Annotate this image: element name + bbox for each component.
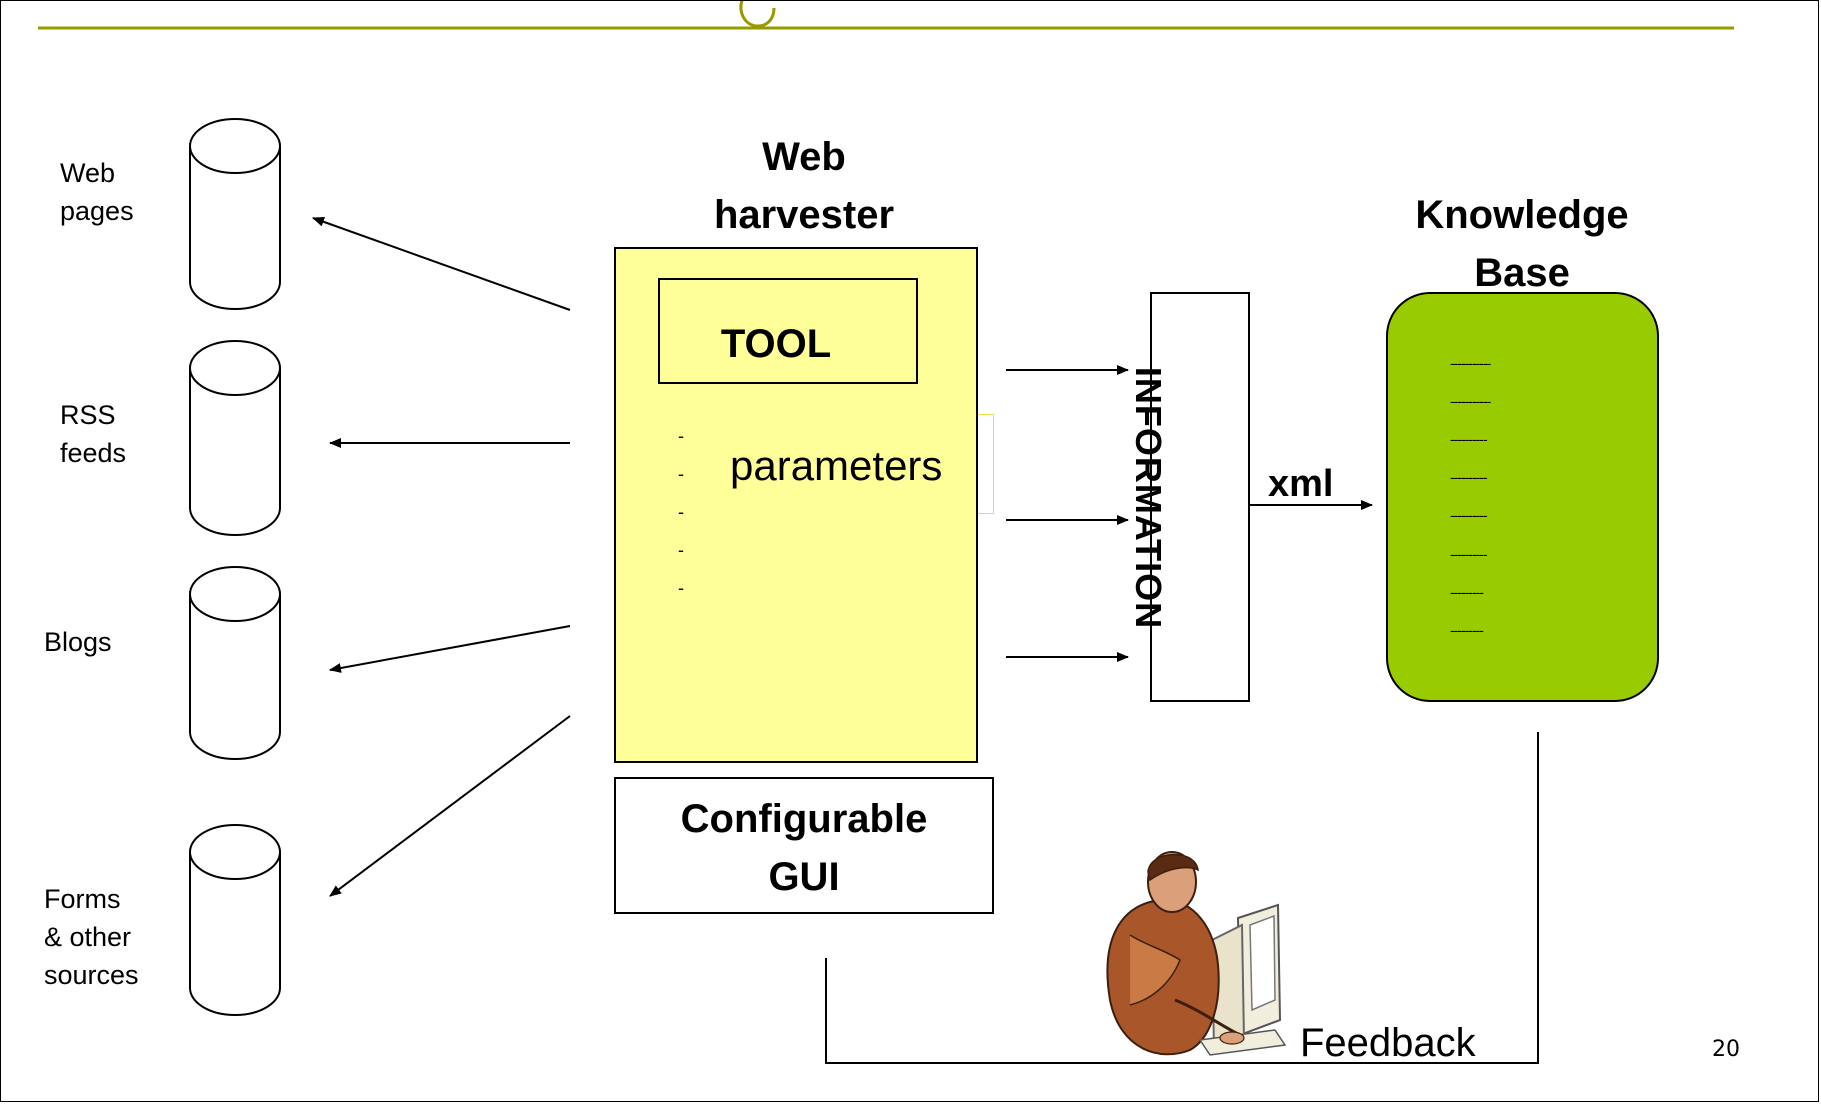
harvester-title: Web harvester: [614, 128, 994, 244]
gui-label: Configurable GUI: [614, 790, 994, 906]
database-icon-rss-feeds: [189, 340, 281, 536]
source-label-line: Blogs: [44, 627, 112, 657]
source-label-line: RSS: [60, 400, 116, 430]
parameter-bullet: -: [678, 578, 684, 598]
knowledge-base-line: ---------: [1450, 584, 1484, 600]
database-icon-blogs: [189, 566, 281, 760]
knowledge-base-line: ---------: [1450, 622, 1484, 638]
source-label-line: sources: [44, 960, 139, 990]
parameter-bullet: -: [678, 502, 684, 522]
arrow-to-forms: [329, 715, 571, 897]
source-label-web-pages: Web pages: [60, 154, 134, 230]
source-label-blogs: Blogs: [44, 623, 112, 661]
xml-label: xml: [1268, 463, 1334, 505]
gui-label-line1: Configurable: [680, 797, 928, 841]
database-icon-forms: [189, 824, 281, 1016]
parameter-bullet: -: [678, 426, 684, 446]
source-label-forms: Forms & other sources: [44, 880, 139, 994]
parameter-bullet: -: [678, 540, 684, 560]
knowledge-base-title-line2: Base: [1474, 251, 1570, 295]
knowledge-base-line: -----------: [1450, 393, 1491, 409]
feedback-loop-line: [825, 732, 1539, 1064]
source-label-rss-feeds: RSS feeds: [60, 396, 126, 472]
page-number: 20: [1712, 1037, 1740, 1062]
knowledge-base-line: ----------: [1450, 546, 1488, 562]
tool-label: TOOL: [720, 322, 832, 366]
gui-label-line2: GUI: [768, 855, 840, 899]
knowledge-base-line: -----------: [1450, 355, 1491, 371]
knowledge-base-title: Knowledge Base: [1372, 186, 1672, 302]
source-label-line: & other: [44, 922, 132, 952]
database-icon-web-pages: [189, 118, 281, 310]
parameter-bullet: -: [678, 464, 684, 484]
configurable-gui-box: [614, 777, 994, 914]
knowledge-base-title-line1: Knowledge: [1415, 193, 1629, 237]
arrow-to-web-pages: [312, 216, 571, 311]
source-label-line: Web: [60, 158, 116, 188]
tool-box: [658, 278, 918, 384]
feedback-label: Feedback: [1300, 1021, 1476, 1065]
information-label: INFORMATION: [1128, 366, 1169, 630]
source-label-line: pages: [60, 196, 134, 226]
parameters-bracket: [978, 414, 994, 514]
knowledge-base-line: ----------: [1450, 507, 1488, 523]
arrow-to-blogs: [329, 625, 571, 673]
information-box: [1150, 292, 1250, 702]
harvester-title-line2: harvester: [713, 193, 895, 237]
person-at-computer-icon: [1106, 851, 1287, 1056]
source-label-line: feeds: [60, 438, 127, 468]
source-label-line: Forms: [44, 884, 121, 914]
knowledge-base-line: ----------: [1450, 431, 1488, 447]
knowledge-base-box: [1386, 292, 1659, 702]
title-partial-glyph: [739, 0, 776, 28]
knowledge-base-line: ----------: [1450, 469, 1488, 485]
parameters-label: parameters: [730, 442, 943, 489]
harvester-title-line1: Web: [762, 135, 846, 179]
